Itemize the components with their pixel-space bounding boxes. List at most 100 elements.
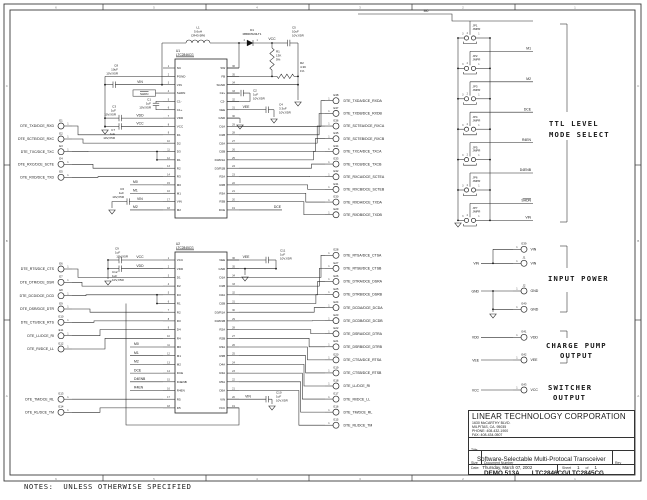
connector-circle[interactable] [332,408,340,416]
inductor-symbol [185,39,211,44]
connector-circle[interactable] [57,148,65,156]
connector-circle[interactable] [332,251,340,259]
jumper-pin[interactable] [464,35,469,41]
jumper-pin[interactable] [464,157,469,163]
label: D1 [250,28,254,32]
label: 1uF [146,102,151,106]
part-numbers: LTC2846CG/LTC2845CG [531,469,604,477]
label: M0 [133,180,138,184]
jumper-pin[interactable] [471,65,476,71]
jumper-pin[interactable] [471,217,476,223]
wire [72,320,163,323]
connector-circle[interactable] [332,421,340,429]
net-label: R4EN [522,138,532,142]
ic-body-U2[interactable] [174,251,228,414]
connector-circle[interactable] [332,135,340,143]
connector-circle[interactable] [332,278,340,285]
connector-circle[interactable] [332,265,340,272]
connector-circle[interactable] [332,382,340,390]
label: C8 [114,64,118,68]
jumper-pin[interactable] [464,65,469,71]
connector-circle[interactable] [332,395,340,403]
pin-number: 9 [168,327,170,330]
connector-circle[interactable] [57,305,65,313]
connector-circle[interactable] [520,305,528,313]
label: M2 [133,205,138,209]
connector-circle[interactable] [57,332,65,340]
ground-symbol [241,276,249,282]
connector-circle[interactable] [332,330,340,338]
connector-circle[interactable] [57,265,65,273]
label: 1uF [276,395,281,399]
label: 3 [462,63,464,66]
connector-circle[interactable] [332,122,340,130]
pin-number: 23 [232,173,235,176]
pin-name: M1 [177,191,181,195]
connector-circle[interactable] [57,395,65,403]
pin-number: 14 [167,370,170,373]
connector-circle[interactable] [57,345,65,353]
jumper-pin[interactable] [471,126,476,132]
jumper-pin[interactable] [471,35,476,41]
connector-circle[interactable] [332,110,340,117]
connector-circle[interactable] [57,292,65,300]
connector-circle[interactable] [332,304,340,311]
wire [239,138,325,152]
jumper-pin[interactable] [464,126,469,132]
jumper-pin[interactable] [464,217,469,223]
ic-body-U1[interactable] [174,58,228,219]
jumper-pin[interactable] [471,96,476,102]
connector-circle[interactable] [57,135,65,143]
connector-circle[interactable] [57,122,65,130]
label: C5 [292,26,296,30]
connector-circle[interactable] [332,198,340,206]
connector-circle[interactable] [57,408,65,416]
connector-circle[interactable] [332,291,340,298]
label: R2 [300,61,304,65]
pin-name: R2 [177,166,181,170]
label: 1uF [115,251,120,255]
jumper-pin[interactable] [464,96,469,102]
pin-name: GND [219,267,227,271]
label: M2 [134,360,139,364]
connector-circle[interactable] [332,356,340,364]
connector-circle[interactable] [520,259,528,267]
ground-symbol [268,405,276,411]
connector-label: DTE_TXDA/DCE_RXDA [344,99,383,103]
pin-number: 3 [168,82,170,85]
pin-name: M2 [177,363,181,367]
jumper-pin[interactable] [464,187,469,193]
pin-number: 13 [167,165,170,168]
connector-circle[interactable] [332,186,340,193]
pin-number: 1 [328,317,330,320]
pin-name: VDD [177,267,184,271]
connector-circle[interactable] [520,287,528,295]
jumper-pin[interactable] [471,157,476,163]
net-label: DCE [524,107,532,111]
connector-circle[interactable] [332,173,340,181]
label: 2 [467,184,469,187]
connector-circle[interactable] [520,333,528,341]
connector-circle[interactable] [520,386,528,394]
zone-number: 5 [153,5,155,9]
connector-circle[interactable] [520,356,528,364]
connector-circle[interactable] [332,211,340,219]
connector-circle[interactable] [332,148,340,155]
pin-number: 1 [328,265,330,268]
pin-number: 36 [232,257,235,260]
label: 2 [244,39,246,42]
connector-circle[interactable] [520,245,528,253]
connector-circle[interactable] [332,97,340,105]
connector-circle[interactable] [57,160,65,168]
label: 1uF [280,253,285,257]
connector-circle[interactable] [332,317,340,324]
jumper-bracket [463,193,477,196]
connector-circle[interactable] [332,369,340,377]
connector-circle[interactable] [332,160,340,168]
connector-circle[interactable] [57,318,65,326]
label: 3 [462,154,464,157]
connector-circle[interactable] [57,278,65,286]
connector-circle[interactable] [57,173,65,181]
connector-circle[interactable] [332,343,340,351]
jumper-pin[interactable] [471,187,476,193]
